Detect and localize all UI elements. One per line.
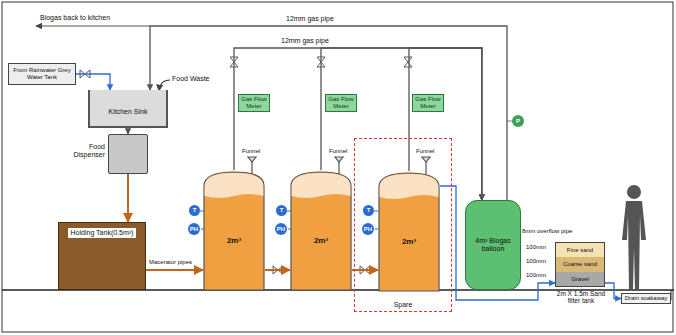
digester-tank: 2m³	[203, 170, 265, 290]
brown-pipe-connector	[127, 174, 129, 222]
drain-soakaway: Drain soakaway	[621, 293, 671, 304]
node-label: Kitchen Sink	[109, 108, 148, 116]
dimension: 100mm	[526, 272, 546, 279]
pipe-label: Macerator pipes	[148, 259, 193, 266]
funnel-symbol	[248, 157, 256, 162]
node-label: 4m³ Biogas balloon	[469, 237, 517, 253]
funnels	[248, 157, 430, 174]
flow-note: Biogas back to kitchen	[40, 14, 110, 22]
biogas-balloon: 4m³ Biogas balloon	[465, 200, 521, 290]
digester-tank: 2m³	[290, 170, 352, 290]
sand-filter-tank: Fine sandCoarse sandGravel2m X 1.5m Sand…	[555, 242, 605, 287]
source-tank-box: From Rainwater Grey Water Tank	[8, 63, 76, 85]
gas-meter: Gas Flow Meter	[238, 94, 270, 112]
tank-caption: 2m X 1.5m Sand filter tank	[551, 290, 611, 305]
gas-space	[205, 173, 264, 198]
funnel-symbol	[335, 157, 343, 162]
blue-pipe-connector	[605, 283, 621, 299]
tank-outline	[203, 170, 265, 290]
node-label: Spare	[394, 301, 413, 309]
blue-pipe-connector	[76, 74, 110, 90]
pressure-gauge: P	[512, 115, 524, 127]
tank-body	[379, 173, 439, 291]
dimension: 100mm	[526, 244, 546, 251]
node-label: Food Dispenser	[65, 143, 105, 159]
ph-sensor: PH	[275, 223, 287, 235]
valve-symbol	[404, 57, 412, 67]
temperature-sensor: T	[189, 205, 200, 216]
tank-body	[204, 172, 264, 290]
dimension: 100mm	[526, 258, 546, 265]
gas-space	[292, 173, 351, 198]
part-label: Funnel	[416, 148, 434, 155]
brown-pipe-connector	[265, 269, 290, 271]
pipe-label: 12mm gas pipe	[280, 37, 330, 45]
brown-pipe-connector	[352, 269, 378, 271]
temperature-sensor: T	[276, 205, 287, 216]
node-label: Drain soakaway	[625, 295, 668, 302]
part-label: Funnel	[242, 148, 260, 155]
tank-outline	[290, 170, 352, 290]
kitchen-sink: Kitchen Sink	[88, 90, 168, 128]
gas-meter: Gas Flow Meter	[325, 94, 357, 112]
node-label: 2m³	[402, 237, 416, 246]
node-label: Holding Tank(0.5m³)	[68, 228, 137, 238]
pipe-label: 12mm gas pipe	[285, 15, 335, 23]
input-label: Food Waste	[172, 75, 209, 83]
ph-sensor: PH	[188, 223, 200, 235]
gray-pipe-connector	[150, 26, 507, 200]
filter-layer: Fine sand	[556, 243, 604, 257]
pipe-label: 8mm overflow pipe	[522, 228, 572, 235]
digester-tank: 2m³	[378, 171, 440, 291]
gray-pipe-connector	[234, 48, 482, 200]
frame	[2, 2, 673, 332]
part-label: Funnel	[329, 148, 347, 155]
ph-sensor: PH	[362, 223, 374, 235]
holding-tank: Holding Tank(0.5m³)	[58, 222, 146, 290]
food-dispenser: Food Dispenser	[108, 134, 148, 174]
node-label: 2m³	[314, 236, 328, 245]
funnel-symbol	[422, 157, 430, 162]
filter-layer: Coarse sand	[556, 257, 604, 271]
node-label: From Rainwater Grey Water Tank	[9, 67, 75, 81]
gas-meter: Gas Flow Meter	[412, 94, 444, 112]
return-gas-pipe	[36, 25, 150, 26]
temperature-sensor: T	[363, 205, 374, 216]
brown-pipe-connector	[146, 269, 203, 271]
node-label: 2m³	[227, 236, 241, 245]
spare-region: Spare 2m³	[354, 138, 452, 312]
person-silhouette	[622, 185, 646, 290]
tank-outline	[378, 171, 440, 291]
gauge-lead	[507, 121, 512, 122]
filter-layer: Gravel	[556, 272, 604, 286]
tank-body	[291, 172, 351, 290]
gas-space	[380, 174, 439, 199]
blue-pipe-connector	[440, 186, 555, 300]
